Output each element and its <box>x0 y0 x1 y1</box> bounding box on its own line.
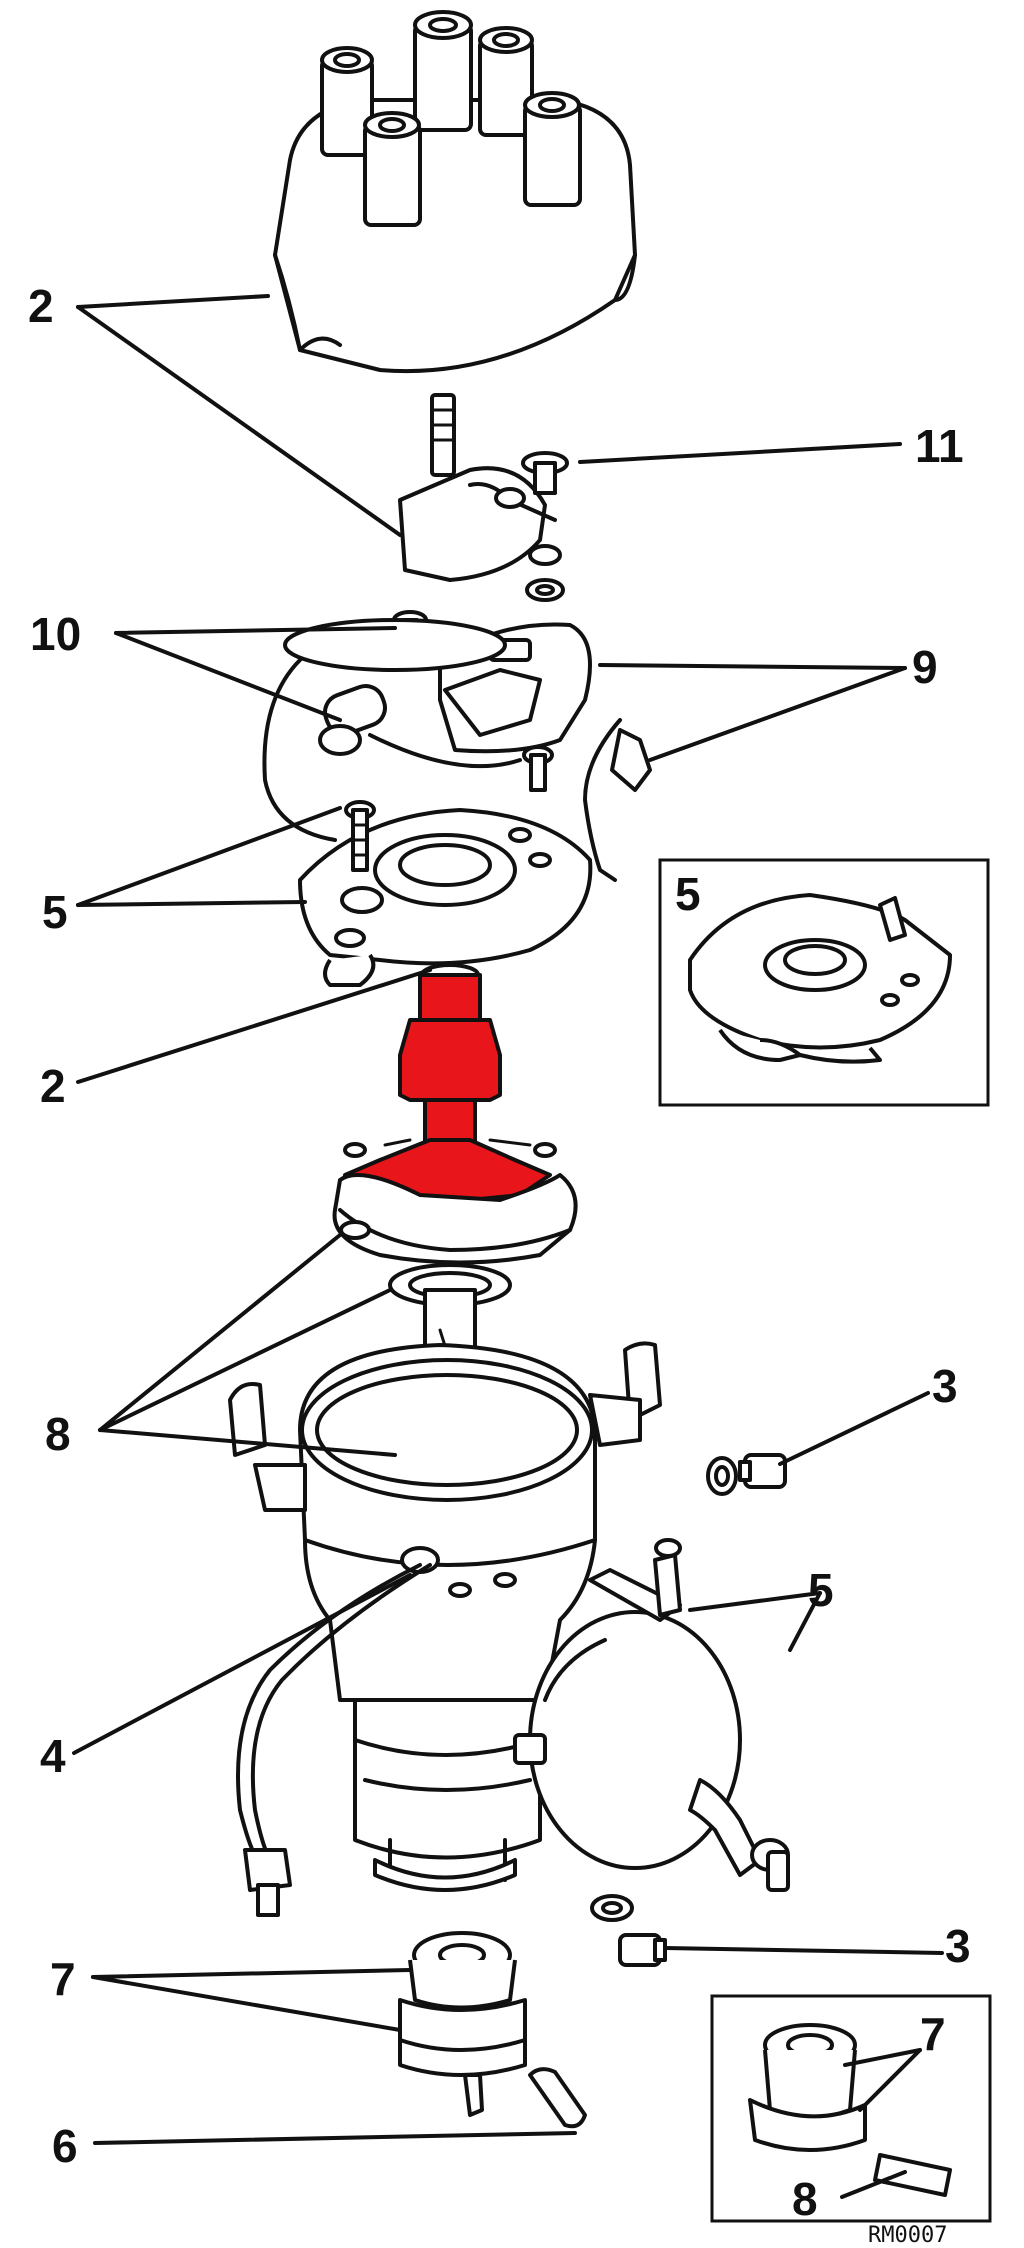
rotor-arm <box>398 393 557 582</box>
figure-reference-code: RM0007 <box>868 2223 947 2248</box>
distributor-body <box>228 1341 662 1892</box>
centrifugal-shaft-highlighted <box>343 963 557 1202</box>
callout-terminal-3: 3 <box>932 1360 958 1412</box>
distributor-cap <box>273 10 637 374</box>
callout-vacuum-5: 5 <box>808 1564 834 1616</box>
lt-lead <box>583 718 652 882</box>
terminal-nut-upper <box>706 1453 787 1496</box>
callout-inset-8: 8 <box>792 2173 818 2225</box>
callout-drive-7: 7 <box>50 1953 76 2005</box>
callout-labels: 2 11 10 9 5 5 2 8 3 5 4 3 7 7 6 8 <box>28 280 971 2225</box>
low-tension-lead <box>236 1546 440 1917</box>
callout-pin-6: 6 <box>52 2120 78 2172</box>
callout-inset-5: 5 <box>675 868 701 920</box>
callout-bottom-3: 3 <box>945 1920 971 1972</box>
baseplate <box>298 800 593 987</box>
inset-baseplate-box <box>658 858 990 1107</box>
callout-inset-7: 7 <box>920 2008 946 2060</box>
rotor-screw-and-washers <box>521 451 569 602</box>
vacuum-unit <box>513 1538 790 1892</box>
callout-condenser-10: 10 <box>30 608 81 660</box>
callout-contact-set-9: 9 <box>912 641 938 693</box>
callout-rotor-11: 11 <box>915 420 964 472</box>
leader-lines <box>72 294 944 2199</box>
drive-dog <box>398 1931 527 2117</box>
vacuum-screw-lower <box>590 1894 667 1967</box>
drive-pin <box>528 2067 587 2129</box>
callout-shaft-2: 2 <box>40 1060 66 1112</box>
centrifugal-weights <box>332 1173 578 1265</box>
callout-baseplate-5: 5 <box>42 886 68 938</box>
callout-lead-4: 4 <box>40 1730 66 1782</box>
callout-cap-2: 2 <box>28 280 54 332</box>
callout-washers-8: 8 <box>45 1408 71 1460</box>
inset-drive-box <box>710 1994 992 2223</box>
